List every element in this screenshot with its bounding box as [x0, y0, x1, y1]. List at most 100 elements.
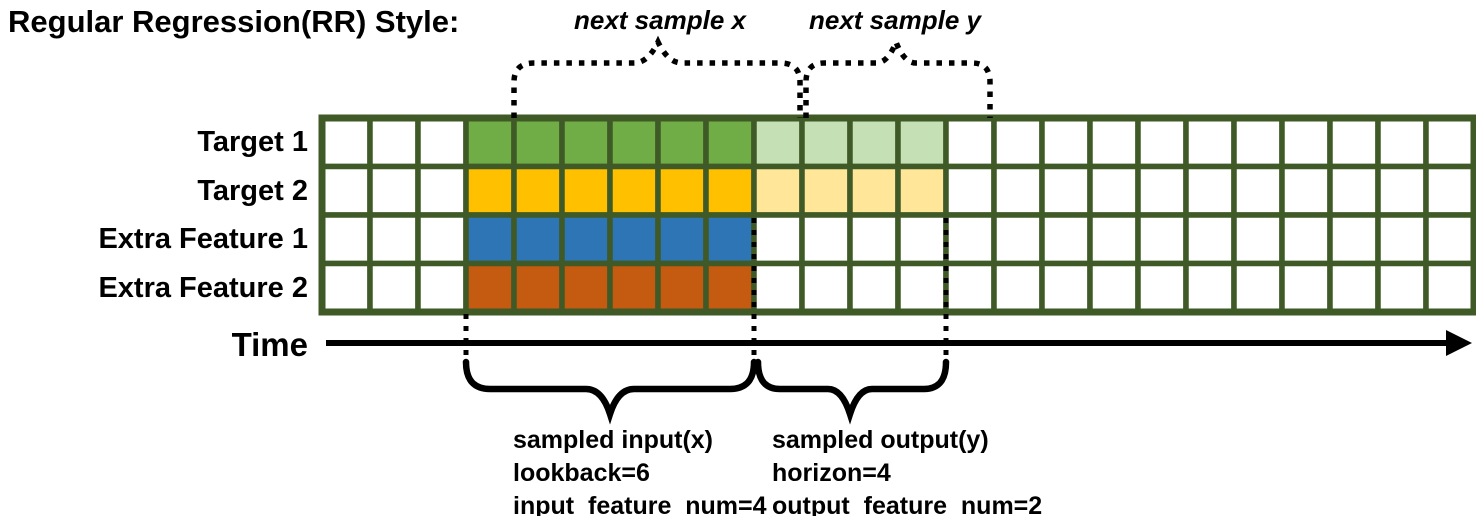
grid-cell — [1423, 260, 1476, 315]
grid-cell — [463, 212, 517, 267]
grid-cell — [1087, 212, 1141, 267]
grid-cell — [607, 212, 661, 267]
grid-cell — [847, 115, 901, 170]
grid-cell — [1279, 163, 1333, 218]
grid-cell — [847, 163, 901, 218]
lookback-value: lookback=6 — [513, 459, 650, 487]
row-label-target-1: Target 1 — [197, 126, 308, 158]
sampled-input-annotation: sampled input(x) lookback=6 input_featur… — [513, 424, 767, 516]
grid-cell — [1423, 115, 1476, 170]
next-sample-x-brace — [511, 35, 803, 118]
grid-cell — [319, 212, 373, 267]
grid-cell — [1135, 115, 1189, 170]
grid-cell — [319, 163, 373, 218]
grid-cell — [463, 260, 517, 315]
grid-cell — [1279, 260, 1333, 315]
sampled-input-title: sampled input(x) — [513, 426, 714, 454]
grid-cell — [559, 212, 613, 267]
grid-cell — [655, 212, 709, 267]
grid-cell — [1279, 212, 1333, 267]
grid-cell — [319, 115, 373, 170]
output-feature-num-value: output_feature_num=2 — [772, 492, 1043, 516]
sampled-output-brace — [754, 358, 950, 425]
grid-outer-border — [318, 114, 1476, 316]
grid-cell — [1087, 260, 1141, 315]
grid-cell — [1087, 163, 1141, 218]
grid-cell — [367, 212, 421, 267]
grid-cell — [991, 212, 1045, 267]
grid-cell — [991, 163, 1045, 218]
grid-cell — [559, 260, 613, 315]
next-sample-y-label: next sample y — [809, 5, 981, 35]
sampled-input-brace — [462, 358, 758, 425]
grid-cell — [751, 115, 805, 170]
grid-cell — [415, 115, 469, 170]
next-sample-y-brace — [803, 34, 993, 118]
grid-cell — [895, 163, 949, 218]
grid-cell — [1375, 163, 1429, 218]
grid-cell — [559, 163, 613, 218]
grid-cell — [991, 115, 1045, 170]
grid-cell — [895, 260, 949, 315]
grid-cell — [1135, 212, 1189, 267]
grid-cell — [1231, 260, 1285, 315]
grid-cell — [1327, 163, 1381, 218]
grid-cell — [415, 212, 469, 267]
grid-cell — [511, 163, 565, 218]
grid-cell — [1183, 115, 1237, 170]
grid-cell — [1375, 212, 1429, 267]
diagram-title: Regular Regression(RR) Style: — [8, 4, 460, 39]
grid-cell — [607, 260, 661, 315]
grid-cell — [1327, 212, 1381, 267]
grid-cell — [799, 163, 853, 218]
next-sample-x-label: next sample x — [574, 5, 746, 35]
grid-cell — [655, 115, 709, 170]
grid-cell — [751, 212, 805, 267]
grid-cell — [943, 260, 997, 315]
grid-cell — [1039, 212, 1093, 267]
grid-cell — [751, 260, 805, 315]
grid-cell — [607, 115, 661, 170]
grid-cell — [1135, 163, 1189, 218]
grid-cell — [847, 260, 901, 315]
grid-cell — [703, 260, 757, 315]
grid-cell — [511, 212, 565, 267]
grid-cell — [607, 163, 661, 218]
time-axis-arrowhead — [1446, 330, 1472, 356]
input-feature-num-value: input_feature_num=4 — [513, 492, 767, 516]
row-label-target-2: Target 2 — [197, 175, 308, 207]
grid-cell — [1183, 260, 1237, 315]
grid-cell — [943, 115, 997, 170]
grid-cell — [991, 260, 1045, 315]
grid-cell — [1279, 115, 1333, 170]
grid-cell — [1327, 260, 1381, 315]
grid-cell — [559, 115, 613, 170]
grid-cell — [1183, 163, 1237, 218]
grid-cell — [1039, 115, 1093, 170]
grid-cell — [1231, 163, 1285, 218]
grid-cell — [511, 115, 565, 170]
grid-cell — [799, 260, 853, 315]
grid-cell — [1087, 115, 1141, 170]
grid-cell — [943, 163, 997, 218]
sampled-output-annotation: sampled output(y) horizon=4 output_featu… — [772, 424, 1042, 516]
sampled-output-title: sampled output(y) — [772, 426, 989, 454]
grid-cell — [319, 260, 373, 315]
grid-cell — [895, 212, 949, 267]
grid-cell — [463, 163, 517, 218]
grid-cell — [415, 260, 469, 315]
grid-cell — [703, 163, 757, 218]
grid-cell — [367, 260, 421, 315]
grid-cell — [847, 212, 901, 267]
grid-cell — [415, 163, 469, 218]
grid-cell — [655, 260, 709, 315]
row-label-extra-feature-2: Extra Feature 2 — [98, 272, 308, 304]
grid-cell — [751, 163, 805, 218]
grid-cell — [1423, 212, 1476, 267]
horizon-value: horizon=4 — [772, 459, 891, 487]
grid-cell — [1135, 260, 1189, 315]
grid-cell — [1039, 163, 1093, 218]
grid-cell — [1039, 260, 1093, 315]
